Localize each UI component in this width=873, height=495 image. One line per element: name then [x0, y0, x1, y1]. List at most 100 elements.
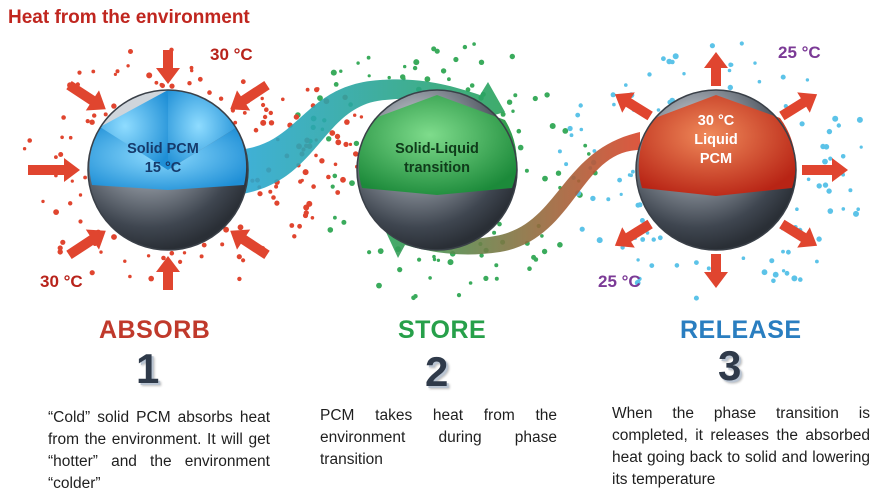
heat-dot	[562, 127, 569, 134]
sphere-absorb	[87, 89, 249, 251]
heat-dot	[236, 254, 242, 260]
heat-dot	[549, 123, 556, 129]
heat-dot	[161, 255, 166, 261]
heat-dot	[253, 127, 259, 133]
heat-dot	[289, 223, 295, 228]
heat-dot	[666, 58, 672, 65]
heat-dot	[432, 254, 436, 259]
heat-dot	[353, 113, 357, 117]
heat-dot	[479, 253, 484, 258]
heat-dot	[333, 162, 338, 167]
heat-dot	[61, 115, 66, 120]
heat-dot	[647, 72, 652, 77]
heat-dot	[329, 130, 336, 136]
heat-dot	[575, 112, 581, 118]
heat-dot	[706, 266, 711, 271]
heat-dot	[617, 177, 622, 183]
heat-dot	[237, 224, 244, 231]
sphere-store	[356, 89, 518, 251]
heat-dot	[472, 42, 476, 46]
heat-dot	[92, 113, 97, 118]
heat-dot	[78, 193, 83, 197]
heat-dot	[207, 90, 212, 95]
heat-dot	[478, 59, 485, 65]
heat-dot	[300, 178, 304, 182]
heat-dot	[403, 64, 407, 69]
heat-dot	[89, 119, 95, 125]
heat-dot	[826, 188, 832, 194]
heat-dot	[592, 149, 597, 153]
heat-dot	[411, 295, 416, 301]
heat-dot	[326, 174, 331, 180]
heat-dot	[413, 59, 420, 66]
heat-dot	[610, 92, 616, 98]
heat-dot	[89, 270, 95, 276]
heat-dot	[85, 119, 90, 124]
heat-dot	[327, 227, 334, 233]
heat-dot	[729, 63, 734, 67]
heat-dot	[103, 112, 108, 117]
heat-dot	[816, 236, 822, 242]
heat-dot	[353, 140, 360, 147]
heat-dot	[579, 226, 585, 232]
heat-dot	[848, 188, 853, 193]
heat-dot	[223, 226, 230, 233]
heat-dot	[233, 120, 238, 125]
heat-dot	[148, 275, 154, 282]
stage-release-number: 3	[718, 342, 742, 389]
heat-dot	[91, 69, 96, 74]
heat-dot	[41, 199, 45, 204]
heat-dot	[596, 237, 603, 244]
heat-dot	[154, 80, 159, 85]
heat-dot	[492, 230, 497, 235]
heat-dot	[68, 135, 73, 140]
heat-dot	[128, 49, 133, 54]
heat-dot	[511, 109, 515, 113]
heat-dot	[240, 79, 246, 85]
heat-dot	[367, 74, 371, 78]
heat-dot	[376, 282, 382, 289]
stage-absorb-description: “Cold” solid PCM absorbs heat from the e…	[48, 409, 270, 492]
heat-dot	[111, 103, 117, 109]
heat-dot	[178, 259, 183, 264]
sphere-store-label: Solid-Liquid transition	[395, 141, 479, 176]
heat-dot	[436, 258, 441, 262]
heat-dot	[182, 251, 187, 255]
heat-dot	[310, 216, 315, 220]
heat-out-arrow-icon	[779, 92, 818, 121]
heat-dot	[434, 48, 440, 54]
heat-dot	[447, 259, 454, 266]
heat-dot	[268, 189, 273, 194]
heat-dot	[348, 142, 353, 146]
heat-dot	[260, 96, 264, 101]
heat-dot	[60, 239, 66, 245]
stage-store-title: STORE	[398, 316, 487, 344]
heat-in-arrow-icon	[230, 229, 270, 259]
heat-out-arrow-icon	[614, 219, 653, 248]
heat-dot	[306, 200, 313, 207]
heat-dot	[557, 242, 563, 248]
heat-dot	[335, 190, 341, 195]
heat-dot	[694, 260, 699, 265]
heat-dot	[432, 257, 437, 262]
heat-dot	[527, 266, 532, 272]
heat-dot	[500, 111, 506, 117]
heat-dot	[260, 119, 267, 126]
heat-dot	[230, 108, 235, 113]
heat-dot	[727, 84, 733, 91]
heat-dot	[292, 234, 297, 239]
heat-dot	[462, 44, 468, 50]
heat-dot	[428, 276, 432, 280]
heat-dot	[349, 180, 355, 187]
heat-dot	[99, 250, 103, 254]
heat-dot	[339, 69, 343, 73]
heat-dot	[359, 115, 364, 119]
heat-dot	[799, 121, 805, 127]
heat-dot	[377, 248, 384, 255]
heat-dot	[201, 242, 207, 248]
heat-dot	[656, 108, 661, 112]
heat-dot	[60, 135, 64, 140]
heat-dot	[57, 245, 63, 251]
heat-dot	[494, 263, 499, 268]
